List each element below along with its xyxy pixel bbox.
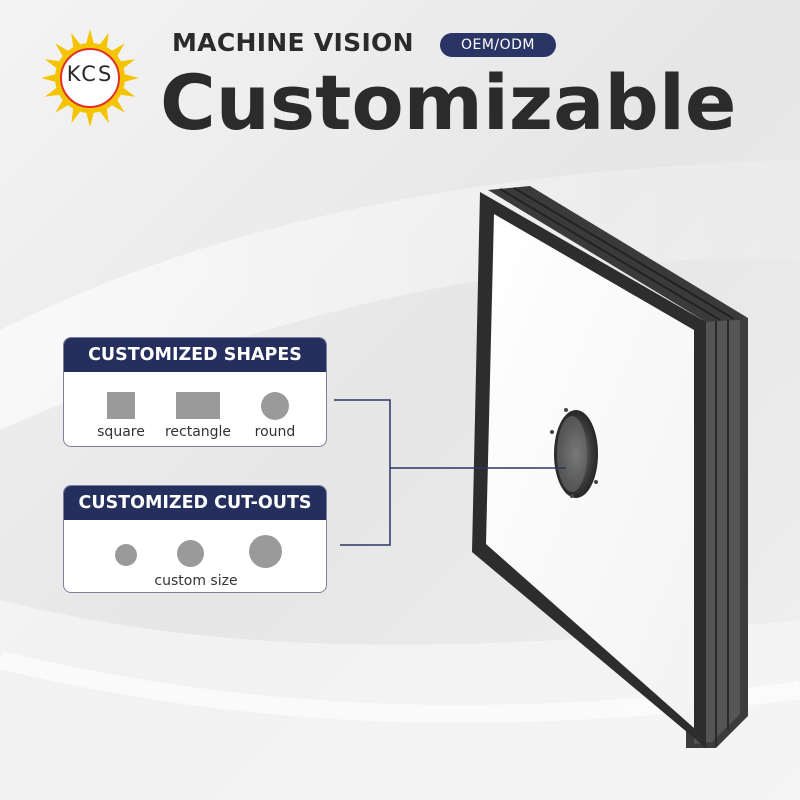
- small-cutout-icon: [115, 544, 137, 566]
- rectangle-shape-icon: [176, 392, 220, 419]
- header-subtitle: MACHINE VISION: [172, 28, 414, 57]
- oem-odm-badge: OEM/ODM: [440, 33, 556, 57]
- shape-label-rectangle: rectangle: [164, 424, 232, 440]
- shape-label-round: round: [254, 424, 296, 440]
- medium-cutout-icon: [177, 540, 204, 567]
- kcs-sun-logo-icon: [41, 29, 139, 127]
- shapes-panel-title: CUSTOMIZED SHAPES: [64, 338, 326, 372]
- customized-cutouts-panel: CUSTOMIZED CUT-OUTS custom size: [63, 485, 327, 593]
- cutout-caption: custom size: [154, 573, 238, 589]
- customized-shapes-panel: CUSTOMIZED SHAPES square rectangle round: [63, 337, 327, 447]
- shape-label-square: square: [97, 424, 145, 440]
- page-title: Customizable: [160, 58, 737, 147]
- cutouts-panel-title: CUSTOMIZED CUT-OUTS: [64, 486, 326, 520]
- square-shape-icon: [107, 392, 135, 419]
- round-shape-icon: [261, 392, 289, 420]
- large-cutout-icon: [249, 535, 282, 568]
- logo-text: KCS: [66, 62, 114, 86]
